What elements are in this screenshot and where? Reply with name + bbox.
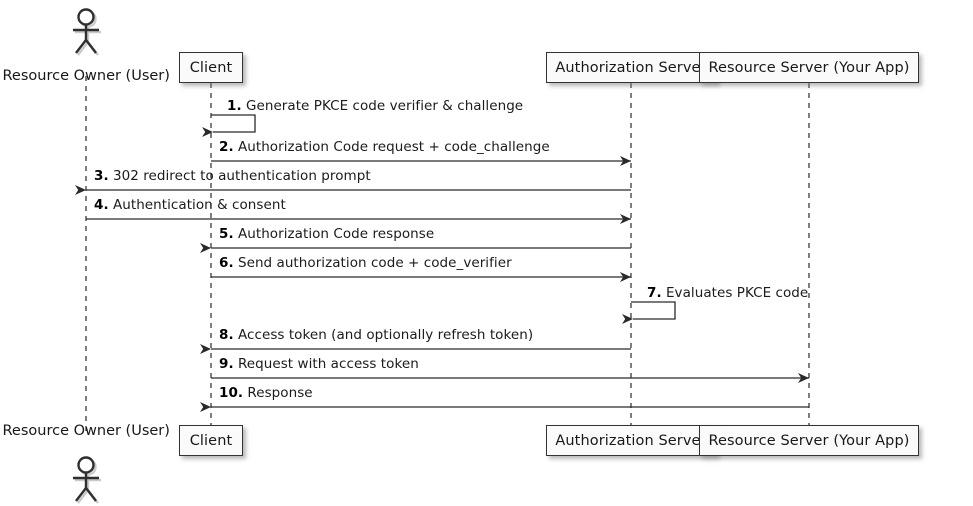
message-number: 8. (219, 327, 234, 343)
message-text: Authentication & consent (108, 197, 286, 213)
participant-label: Authorization Server (555, 59, 707, 76)
message-number: 9. (219, 356, 234, 372)
message-text: Evaluates PKCE code (661, 285, 809, 301)
participant-label: Resource Server (Your App) (708, 59, 910, 76)
self-message-arrow-1 (202, 114, 256, 137)
message-label-5: 5. Authorization Code response (219, 226, 434, 242)
actor-figure-user-top[interactable] (64, 8, 108, 56)
message-text: Generate PKCE code verifier & challenge (241, 98, 524, 114)
message-label-4: 4. Authentication & consent (94, 197, 286, 213)
message-text: Send authorization code + code_verifier (233, 255, 512, 271)
participant-label: Resource Server (Your App) (708, 432, 910, 449)
message-label-9: 9. Request with access token (219, 356, 419, 372)
lifelines-group (85, 76, 810, 432)
message-number: 4. (94, 197, 109, 213)
participant-label: Client (189, 432, 233, 449)
message-text: Authorization Code request + code_challe… (233, 139, 550, 155)
participant-label: Authorization Server (555, 432, 707, 449)
actor-label-user-top: Resource Owner (User) (2, 68, 170, 84)
message-text: Response (243, 385, 313, 401)
message-number: 5. (219, 226, 234, 242)
message-label-7: 7. Evaluates PKCE code (647, 285, 808, 301)
message-label-3: 3. 302 redirect to authentication prompt (94, 168, 371, 184)
participant-label: Client (189, 59, 233, 76)
participant-box-client-bottom[interactable]: Client (179, 425, 243, 456)
participant-box-rs-top[interactable]: Resource Server (Your App) (699, 52, 919, 83)
message-text: 302 redirect to authentication prompt (108, 168, 371, 184)
message-label-1: 1. Generate PKCE code verifier & challen… (227, 98, 523, 114)
message-label-6: 6. Send authorization code + code_verifi… (219, 255, 512, 271)
self-message-arrow-7 (622, 301, 676, 324)
message-text: Request with access token (233, 356, 419, 372)
participant-box-client-top[interactable]: Client (179, 52, 243, 83)
message-number: 3. (94, 168, 109, 184)
actor-figure-user-bottom[interactable] (64, 456, 108, 504)
message-label-2: 2. Authorization Code request + code_cha… (219, 139, 550, 155)
participant-box-authz-top[interactable]: Authorization Server (545, 52, 717, 83)
actor-label-user-bottom: Resource Owner (User) (2, 423, 170, 439)
message-label-8: 8. Access token (and optionally refresh … (219, 327, 533, 343)
message-number: 1. (227, 98, 242, 114)
message-number: 6. (219, 255, 234, 271)
message-number: 2. (219, 139, 234, 155)
message-number: 10. (219, 385, 244, 401)
message-number: 7. (647, 285, 662, 301)
participant-box-rs-bottom[interactable]: Resource Server (Your App) (699, 425, 919, 456)
participant-box-authz-bottom[interactable]: Authorization Server (545, 425, 717, 456)
arrows-group (75, 114, 809, 412)
message-text: Authorization Code response (233, 226, 435, 242)
message-text: Access token (and optionally refresh tok… (233, 327, 534, 343)
message-label-10: 10. Response (219, 385, 313, 401)
